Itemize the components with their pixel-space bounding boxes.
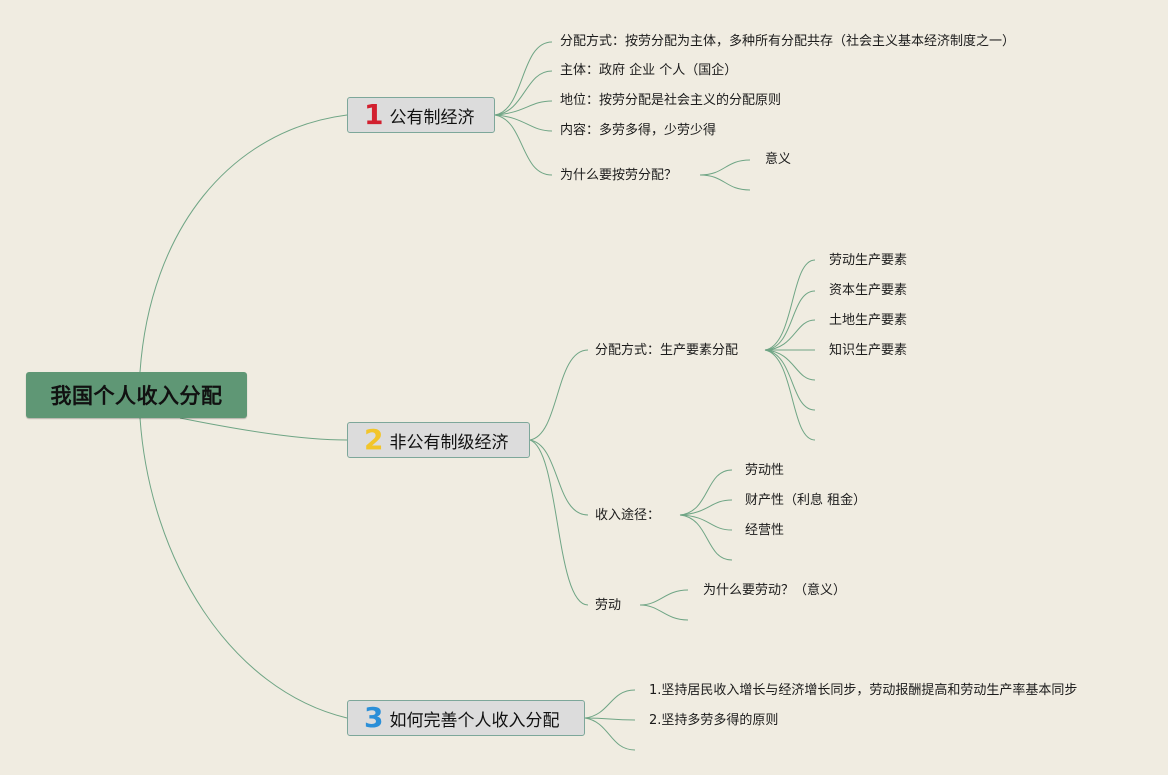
node-why-distribution[interactable]: 为什么要按劳分配？ [560,168,678,183]
number-3-icon: 3 [364,701,384,734]
node-subject[interactable]: 主体：政府 企业 个人（国企） [560,63,738,78]
node-labor-factor[interactable]: 劳动生产要素 [829,253,908,268]
node-business-income[interactable]: 经营性 [745,523,785,538]
node-status[interactable]: 地位：按劳分配是社会主义的分配原则 [560,93,782,108]
node-labor[interactable]: 劳动 [595,598,622,613]
branch-nonpublic-economy[interactable]: 2 非公有制级经济 [347,422,530,458]
node-labor-income[interactable]: 劳动性 [745,463,785,478]
node-capital-factor[interactable]: 资本生产要素 [829,283,908,298]
branch-label: 公有制经济 [389,107,475,128]
node-more-work-more-pay[interactable]: 2.坚持多劳多得的原则 [649,713,779,728]
node-income-growth-sync[interactable]: 1.坚持居民收入增长与经济增长同步，劳动报酬提高和劳动生产率基本同步 [649,683,1078,698]
node-significance[interactable]: 意义 [765,152,792,167]
branch-label: 如何完善个人收入分配 [389,710,560,731]
node-why-labor[interactable]: 为什么要劳动？（意义） [703,583,847,598]
number-2-icon: 2 [364,423,384,456]
node-property-income[interactable]: 财产性（利息 租金） [745,493,867,508]
branch-label: 非公有制级经济 [389,432,509,453]
number-1-icon: 1 [364,98,384,131]
node-factor-distribution[interactable]: 分配方式：生产要素分配 [595,343,739,358]
root-node[interactable]: 我国个人收入分配 [26,372,247,418]
branch-public-economy[interactable]: 1 公有制经济 [347,97,495,133]
node-land-factor[interactable]: 土地生产要素 [829,313,908,328]
node-distribution-method[interactable]: 分配方式：按劳分配为主体，多种所有分配共存（社会主义基本经济制度之一） [560,34,1016,49]
branch-improve-distribution[interactable]: 3 如何完善个人收入分配 [347,700,585,736]
root-label: 我国个人收入分配 [50,384,223,408]
node-content[interactable]: 内容：多劳多得，少劳少得 [560,123,717,138]
node-knowledge-factor[interactable]: 知识生产要素 [829,343,908,358]
node-income-channels[interactable]: 收入途径： [595,508,661,523]
